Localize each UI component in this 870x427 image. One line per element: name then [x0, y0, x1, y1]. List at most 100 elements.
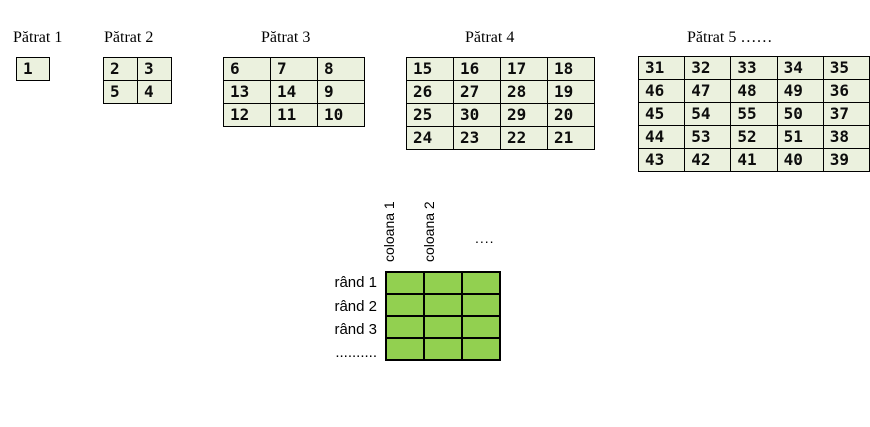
- number-cell: 40: [776, 148, 824, 172]
- number-cell: 45: [637, 102, 686, 126]
- number-cell: 32: [684, 56, 732, 80]
- number-cell: 16: [453, 57, 501, 81]
- matrix-cell: [461, 293, 501, 317]
- number-cell: 21: [547, 126, 595, 150]
- number-cell: 6: [223, 57, 271, 81]
- number-cell: 44: [637, 125, 686, 149]
- matrix-cell: [461, 271, 501, 295]
- matrix-cell: [423, 315, 463, 339]
- matrix-cell: [385, 337, 425, 361]
- number-cell: 35: [822, 56, 870, 80]
- matrix-cell: [385, 315, 425, 339]
- number-cell: 15: [406, 57, 454, 81]
- number-cell: 10: [317, 103, 365, 127]
- number-cell: 24: [406, 126, 454, 150]
- number-cell: 7: [270, 57, 318, 81]
- matrix-cell: [385, 293, 425, 317]
- number-cell: 27: [453, 80, 501, 104]
- number-cell: 13: [223, 80, 271, 104]
- patrat-2-title: Pătrat 2: [104, 29, 154, 46]
- number-cell: 42: [684, 148, 732, 172]
- number-cell: 43: [637, 148, 686, 172]
- matrix-row: [385, 271, 501, 295]
- patrat-1-title: Pătrat 1: [13, 29, 63, 46]
- number-cell: 28: [500, 80, 548, 104]
- number-cell: 48: [730, 79, 778, 103]
- number-cell: 26: [406, 80, 454, 104]
- matrix-cell: [461, 337, 501, 361]
- number-cell: 39: [822, 148, 870, 172]
- matrix-row: [385, 293, 501, 317]
- number-cell: 1: [16, 57, 50, 81]
- number-cell: 17: [500, 57, 548, 81]
- number-cell: 34: [776, 56, 824, 80]
- number-cell: 19: [547, 80, 595, 104]
- matrix-cell: [423, 293, 463, 317]
- number-cell: 9: [317, 80, 365, 104]
- number-cell: 11: [270, 103, 318, 127]
- number-cell: 12: [223, 103, 271, 127]
- matrix-cell: [423, 337, 463, 361]
- number-cell: 4: [137, 80, 172, 104]
- number-cell: 36: [822, 79, 870, 103]
- number-cell: 33: [730, 56, 778, 80]
- patrat-3-title: Pătrat 3: [261, 29, 311, 46]
- number-cell: 47: [684, 79, 732, 103]
- number-cell: 30: [453, 103, 501, 127]
- number-cell: 18: [547, 57, 595, 81]
- number-cell: 23: [453, 126, 501, 150]
- number-cell: 25: [406, 103, 454, 127]
- number-cell: 37: [822, 102, 870, 126]
- matrix-column-header-ellipsis: ....: [475, 230, 495, 246]
- number-cell: 53: [684, 125, 732, 149]
- number-cell: 51: [776, 125, 824, 149]
- matrix-row-header-3: rând 3: [334, 321, 377, 338]
- number-cell: 20: [547, 103, 595, 127]
- number-cell: 2: [103, 57, 138, 81]
- number-cell: 52: [730, 125, 778, 149]
- patrat-1-grid: 1: [16, 57, 50, 81]
- number-cell: 38: [822, 125, 870, 149]
- matrix-table: [385, 271, 501, 361]
- number-cell: 22: [500, 126, 548, 150]
- number-cell: 31: [637, 56, 686, 80]
- matrix-cell: [385, 271, 425, 295]
- number-cell: 41: [730, 148, 778, 172]
- number-cell: 55: [730, 102, 778, 126]
- grid-row: 1: [16, 57, 50, 81]
- number-cell: 50: [776, 102, 824, 126]
- number-cell: 49: [776, 79, 824, 103]
- matrix-row-header-ellipsis: ..........: [335, 344, 377, 361]
- matrix-cell: [423, 271, 463, 295]
- number-cell: 14: [270, 80, 318, 104]
- matrix-cell: [461, 315, 501, 339]
- matrix-column-header-1: coloana 1: [381, 201, 397, 262]
- number-cell: 54: [684, 102, 732, 126]
- number-cell: 29: [500, 103, 548, 127]
- matrix-column-header-2: coloana 2: [421, 201, 437, 262]
- number-cell: 3: [137, 57, 172, 81]
- matrix-row-header-2: rând 2: [334, 298, 377, 315]
- number-cell: 8: [317, 57, 365, 81]
- number-cell: 5: [103, 80, 138, 104]
- matrix-row: [385, 337, 501, 361]
